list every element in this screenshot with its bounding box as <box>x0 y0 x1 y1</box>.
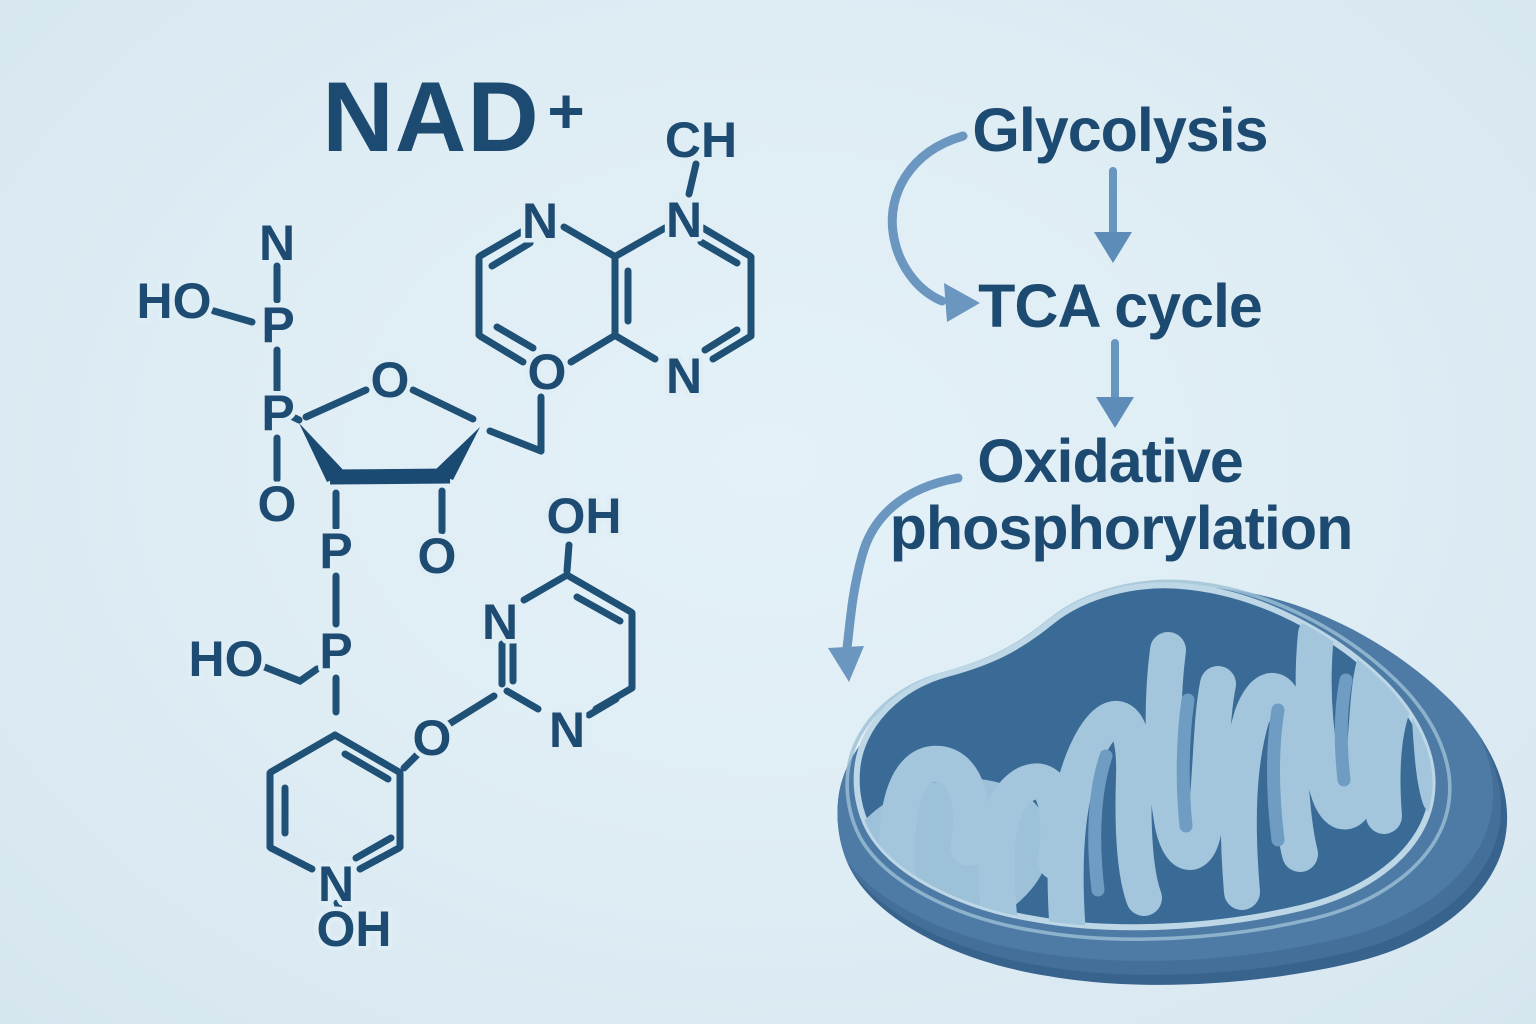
pathway-step-oxphos-line1: Oxidative <box>977 427 1243 495</box>
atom-p4: P <box>319 623 352 679</box>
atom-o-bridge: O <box>413 710 452 766</box>
pathway-step-glycolysis: Glycolysis <box>972 96 1267 164</box>
atom-n-pyrimidine-bottom: N <box>549 702 585 758</box>
atom-oh-pyridine: OH <box>317 901 392 957</box>
atom-o-chain: O <box>258 476 297 532</box>
atom-n-bicyclic-topright: N <box>666 192 702 248</box>
title-plus-sign: + <box>547 75 584 147</box>
atom-n-bicyclic-bottomright: N <box>666 348 702 404</box>
page-title: NAD + <box>322 61 584 172</box>
pathway-step-oxphos-line2: phosphorylation <box>890 494 1353 562</box>
atom-n-bicyclic-topleft: N <box>522 193 558 249</box>
molecule-atom-labels: N HO P P O O P O P HO O N OH OH N N O N … <box>132 108 742 962</box>
curved-arrow-icon <box>828 473 963 682</box>
pathway-flow: Glycolysis TCA cycle Oxidative phosphory… <box>828 96 1353 682</box>
atom-p3: P <box>319 523 352 579</box>
mitochondrion-illustration <box>837 579 1508 985</box>
atom-p2: P <box>261 385 294 441</box>
arrow-down-icon <box>1096 339 1134 428</box>
mitochondrion-cristae <box>856 616 1433 928</box>
pathway-step-tca-cycle: TCA cycle <box>978 272 1262 340</box>
title-text: NAD <box>322 61 539 172</box>
arrow-down-icon <box>1094 167 1132 263</box>
atom-oh-pyrimidine: OH <box>547 488 622 544</box>
atom-ho-top: HO <box>137 273 212 329</box>
atom-ho-mid: HO <box>189 631 264 687</box>
atom-o-ribose: O <box>371 352 410 408</box>
curved-arrow-icon <box>887 131 980 322</box>
atom-o-c3: O <box>418 528 457 584</box>
molecule-bonds <box>210 160 755 915</box>
atom-n-top: N <box>259 215 295 271</box>
atom-o-bicyclic: O <box>528 344 567 400</box>
atom-n-pyridine: N <box>318 856 354 912</box>
atom-n-pyrimidine-left: N <box>482 594 518 650</box>
molecule-structure: N HO P P O O P O P HO O N OH OH N N O N … <box>132 108 755 962</box>
atom-ch-group: CH <box>665 112 737 168</box>
atom-p1: P <box>261 297 294 353</box>
